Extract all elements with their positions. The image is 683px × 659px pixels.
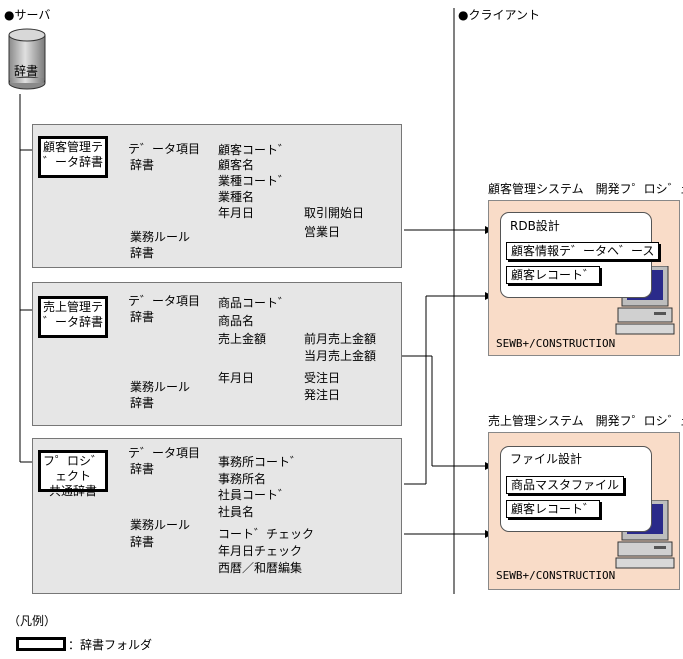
- dict-item: 顧客名: [218, 158, 255, 172]
- folder-label-line: ゛ータ辞書: [42, 315, 103, 329]
- dict-item: 年月日: [218, 206, 255, 220]
- sub-item: 発注日: [304, 388, 341, 402]
- design-title: RDB設計: [510, 219, 560, 233]
- client-heading: ●クライアント: [458, 8, 540, 22]
- project-footer: SEWB+/CONSTRUCTION: [496, 337, 616, 350]
- legend-heading: （凡例）: [8, 614, 57, 628]
- dict-item: 業種名: [218, 190, 255, 204]
- folder-common: フ゜ロシ゛ェクト 共通辞書: [38, 450, 108, 498]
- folder-label-line: 共通辞書: [48, 484, 97, 498]
- folder-customer: 顧客管理テ ゛ータ辞書: [38, 136, 108, 178]
- rule-label: 業務ルール: [130, 518, 191, 532]
- design-item: 顧客情報テ゛ータヘ゛ース: [506, 242, 660, 260]
- server-heading: ●サーバ: [4, 8, 51, 22]
- dict-item: 事務所名: [218, 472, 267, 486]
- design-item: 顧客レコート゛: [506, 266, 601, 284]
- rule-label: 辞書: [130, 246, 155, 260]
- project-footer: SEWB+/CONSTRUCTION: [496, 569, 616, 582]
- database-icon: [8, 28, 46, 90]
- dict-label: テ゛ータ項目: [128, 294, 201, 308]
- design-item: 顧客レコート゛: [506, 500, 601, 518]
- sub-item: 当月売上金額: [304, 349, 377, 363]
- rule-label: 業務ルール: [130, 380, 191, 394]
- dict-label: 辞書: [130, 310, 155, 324]
- sub-item: 前月売上金額: [304, 332, 377, 346]
- dict-label: 辞書: [130, 462, 155, 476]
- folder-label-line: 顧客管理テ: [42, 140, 103, 154]
- rule-label: 辞書: [130, 535, 155, 549]
- database-label: 辞書: [14, 64, 39, 78]
- dict-item: 事務所コート゛: [218, 455, 303, 469]
- rule-label: 業務ルール: [130, 230, 191, 244]
- design-title: ファイル設計: [510, 452, 583, 466]
- legend-folder-desc: ：辞書フォルダ: [68, 638, 153, 652]
- project-title: 顧客管理システム 開発フ゜ロシ゛ェクト: [488, 182, 683, 196]
- dict-item: 社員コート゛: [218, 488, 291, 502]
- dict-item: 売上金額: [218, 332, 267, 346]
- dict-label: テ゛ータ項目: [128, 446, 201, 460]
- dict-item: 商品コート゛: [218, 296, 291, 310]
- project-title: 売上管理システム 開発フ゜ロシ゛ェクト: [488, 414, 683, 428]
- rule-label: 辞書: [130, 396, 155, 410]
- folder-sales: 売上管理テ ゛ータ辞書: [38, 296, 108, 338]
- sub-item: 営業日: [304, 225, 341, 239]
- rule-item: コート゛チェック: [218, 527, 315, 541]
- dict-label: テ゛ータ項目: [128, 142, 201, 156]
- rule-item: 西暦／和暦編集: [218, 561, 303, 575]
- dict-item: 商品名: [218, 314, 255, 328]
- dict-item: 業種コート゛: [218, 174, 291, 188]
- folder-label-line: フ゜ロシ゛ェクト: [42, 454, 103, 483]
- design-item: 商品マスタファイル: [506, 476, 625, 494]
- sub-item: 取引開始日: [304, 206, 365, 220]
- folder-label-line: ゛ータ辞書: [42, 155, 103, 169]
- rule-item: 年月日チェック: [218, 544, 303, 558]
- sub-item: 受注日: [304, 371, 341, 385]
- legend-folder-swatch: [16, 637, 66, 651]
- dict-item: 顧客コート゛: [218, 143, 291, 157]
- rule-item: 年月日: [218, 371, 255, 385]
- dict-item: 社員名: [218, 505, 255, 519]
- dict-label: 辞書: [130, 158, 155, 172]
- folder-label-line: 売上管理テ: [42, 300, 103, 314]
